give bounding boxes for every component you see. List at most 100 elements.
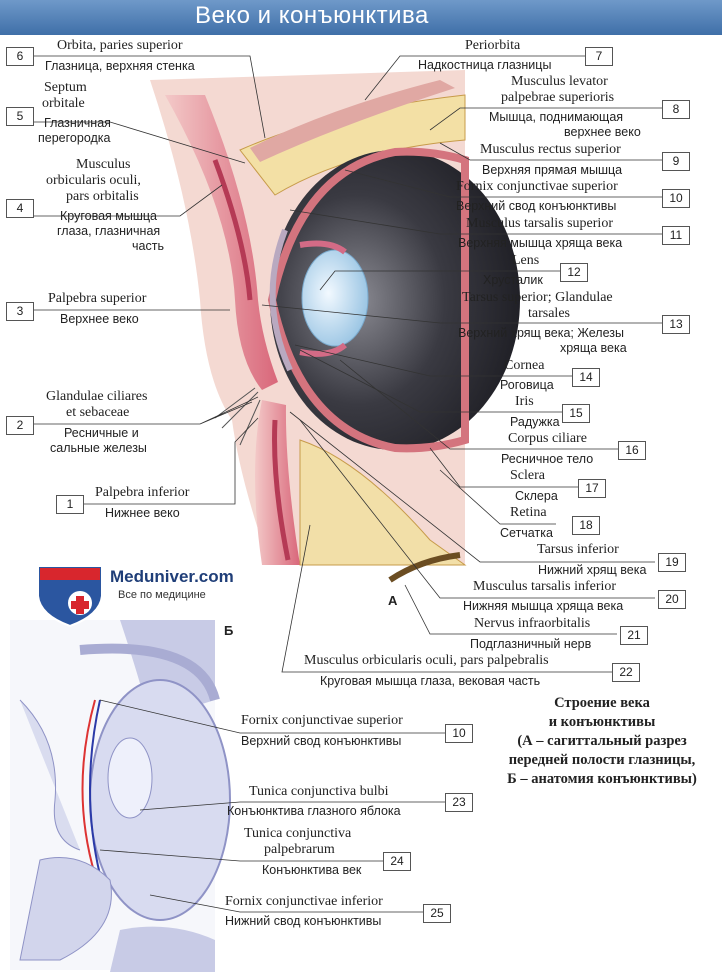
label-9-latin: Musculus rectus superior <box>480 142 621 157</box>
logo-tagline: Все по медицине <box>118 589 206 601</box>
label-10-latin: Fornix conjunctivae superior <box>456 179 618 194</box>
label-4-russian-3: часть <box>132 239 164 253</box>
label-2-number: 2 <box>6 416 34 435</box>
leader-lines <box>33 55 662 913</box>
label-b10-russian: Верхний свод конъюнктивы <box>241 734 402 748</box>
title-banner: Веко и конъюнктива <box>0 0 722 35</box>
label-b24-latin-1: Tunica conjunctiva <box>244 826 352 841</box>
label-6-latin: Orbita, paries superior <box>57 38 183 53</box>
label-17-latin: Sclera <box>510 468 545 483</box>
label-21-russian: Подглазничный нерв <box>470 637 592 651</box>
label-11-number: 11 <box>662 226 690 245</box>
label-13-latin-1: Tarsus superior; Glandulae <box>462 290 613 305</box>
label-8-russian-1: Мышца, поднимающая <box>489 110 624 124</box>
label-b10-latin: Fornix conjunctivae superior <box>241 713 403 728</box>
label-b24-latin-2: palpebrarum <box>264 842 335 857</box>
panel-a-letter: А <box>388 593 398 608</box>
label-3-latin: Palpebra superior <box>48 291 147 306</box>
label-15-latin: Iris <box>515 394 534 409</box>
label-19-latin: Tarsus inferior <box>537 542 619 557</box>
caption-line-4: передней полости глазницы, <box>508 752 696 768</box>
label-b25-number: 25 <box>423 904 451 923</box>
logo-name: Meduniver.com <box>110 567 234 586</box>
caption-line-3: (А – сагиттальный разрез <box>517 733 687 749</box>
label-7-number: 7 <box>585 47 613 66</box>
label-19-number: 19 <box>658 553 686 572</box>
label-3-number: 3 <box>6 302 34 321</box>
label-21-latin: Nervus infraorbitalis <box>474 616 591 631</box>
label-b25-russian: Нижний свод конъюнктивы <box>225 914 382 928</box>
label-5-latin-1: Septum <box>44 80 87 95</box>
label-3-russian: Верхнее веко <box>60 312 139 326</box>
label-1-russian: Нижнее веко <box>105 506 180 520</box>
label-13-latin-2: tarsales <box>528 306 570 321</box>
caption-line-5: Б – анатомия конъюнктивы) <box>507 771 697 787</box>
label-11-latin: Musculus tarsalis superior <box>466 216 613 231</box>
label-b23-latin: Tunica conjunctiva bulbi <box>249 784 389 799</box>
label-21-number: 21 <box>620 626 648 645</box>
label-8-russian-2: верхнее веко <box>564 125 641 139</box>
label-17-number: 17 <box>578 479 606 498</box>
label-7-russian: Надкостница глазницы <box>418 58 552 72</box>
label-18-russian: Сетчатка <box>500 526 553 540</box>
label-b24-number: 24 <box>383 852 411 871</box>
page-title: Веко и конъюнктива <box>195 2 429 29</box>
label-1-latin: Palpebra inferior <box>95 485 190 500</box>
label-12-latin: Lens <box>512 253 540 268</box>
panel-b-letter: Б <box>224 623 234 638</box>
label-5-latin-2: orbitale <box>42 96 85 111</box>
label-2-latin-2: et sebaceae <box>66 405 130 420</box>
label-8-number: 8 <box>662 100 690 119</box>
label-8-latin-2: palpebrae superioris <box>501 90 615 105</box>
label-14-number: 14 <box>572 368 600 387</box>
figure-caption: Строение века и конъюнктивы (А – сагитта… <box>482 694 722 789</box>
label-22-latin: Musculus orbicularis oculi, pars palpebr… <box>304 653 549 668</box>
label-b23-number: 23 <box>445 793 473 812</box>
label-14-latin: Cornea <box>504 358 545 373</box>
label-20-russian: Нижняя мышца хряща века <box>463 599 624 613</box>
label-13-number: 13 <box>662 315 690 334</box>
label-10-number: 10 <box>662 189 690 208</box>
label-18-number: 18 <box>572 516 600 535</box>
label-4-number: 4 <box>6 199 34 218</box>
label-8-latin-1: Musculus levator <box>511 74 608 89</box>
label-12-number: 12 <box>560 263 588 282</box>
label-4-latin-2: orbicularis oculi, <box>46 173 141 188</box>
label-5-russian-1: Глазничная <box>44 116 111 130</box>
label-18-latin: Retina <box>510 505 547 520</box>
label-12-russian: Хрусталик <box>483 273 543 287</box>
label-b24-russian: Конъюнктива век <box>262 863 362 877</box>
label-10-russian: Верхний свод конъюнктивы <box>456 199 617 213</box>
label-13-russian-1: Верхний хрящ века; Железы <box>458 326 624 340</box>
label-2-russian-1: Ресничные и <box>64 426 139 440</box>
caption-line-1: Строение века <box>554 695 650 711</box>
label-1-number: 1 <box>56 495 84 514</box>
label-b25-latin: Fornix conjunctivae inferior <box>225 894 383 909</box>
label-6-russian: Глазница, верхняя стенка <box>45 59 195 73</box>
label-5-russian-2: перегородка <box>38 131 111 145</box>
label-11-russian: Верхняя мышца хряща века <box>458 236 623 250</box>
label-4-latin-1: Musculus <box>76 157 131 172</box>
label-19-russian: Нижний хрящ века <box>538 563 647 577</box>
label-13-russian-2: хряща века <box>560 341 627 355</box>
label-b23-russian: Конъюнктива глазного яблока <box>227 804 401 818</box>
label-4-russian-1: Круговая мышца <box>60 209 157 223</box>
caption-line-2: и конъюнктивы <box>548 714 656 730</box>
label-5-number: 5 <box>6 107 34 126</box>
label-b10-number: 10 <box>445 724 473 743</box>
label-4-russian-2: глаза, глазничная <box>57 224 161 238</box>
label-15-number: 15 <box>562 404 590 423</box>
label-6-number: 6 <box>6 47 34 66</box>
label-16-number: 16 <box>618 441 646 460</box>
label-20-number: 20 <box>658 590 686 609</box>
label-17-russian: Склера <box>515 489 558 503</box>
label-9-number: 9 <box>662 152 690 171</box>
label-4-latin-3: pars orbitalis <box>66 189 139 204</box>
label-14-russian: Роговица <box>500 378 554 392</box>
label-20-latin: Musculus tarsalis inferior <box>473 579 617 594</box>
label-22-russian: Круговая мышца глаза, вековая часть <box>320 674 541 688</box>
label-2-latin-1: Glandulae ciliares <box>46 389 148 404</box>
panel-b-section <box>10 620 231 972</box>
label-16-latin: Corpus ciliare <box>508 431 587 446</box>
